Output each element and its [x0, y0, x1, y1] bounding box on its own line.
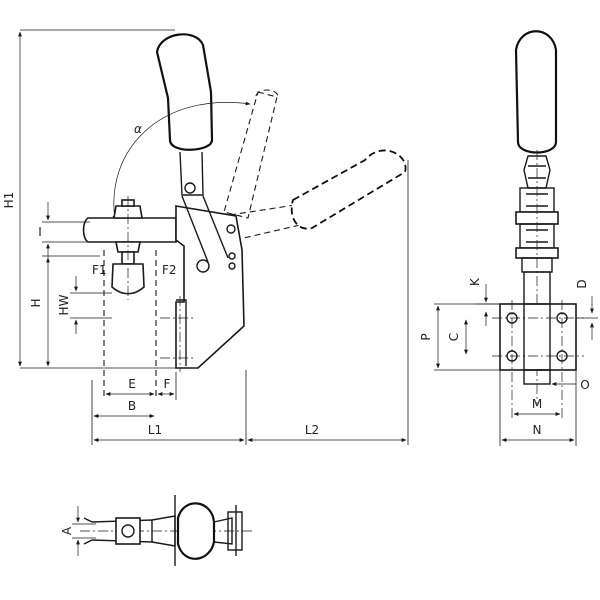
linkage-front: [181, 195, 209, 263]
label-a: A: [60, 526, 74, 535]
linkage-pivot-lower: [196, 259, 210, 273]
label-l2: L2: [305, 423, 319, 437]
label-c: C: [447, 333, 461, 341]
label-h1: H1: [2, 192, 16, 209]
handle-grip-closed: [155, 33, 214, 151]
label-o: O: [580, 378, 589, 392]
label-e: E: [128, 377, 136, 391]
top-handle-grip: [176, 502, 216, 560]
front-base-foot: [523, 369, 551, 385]
label-m: M: [532, 397, 542, 411]
label-hw: HW: [57, 294, 71, 315]
top-handle-end: [227, 511, 243, 551]
handle-pivot: [184, 182, 196, 194]
clamp-base-body: [175, 205, 245, 369]
clamp-arm: [82, 217, 177, 243]
top-spindle-circle: [121, 524, 135, 538]
base-rivet-3: [228, 262, 236, 270]
label-n: N: [533, 423, 542, 437]
label-alpha: α: [134, 122, 142, 136]
top-view: A: [60, 495, 252, 566]
label-f: F: [164, 377, 171, 391]
top-arm-tip: [83, 517, 93, 545]
handle-open-shaft-top: [229, 204, 296, 216]
label-l1: L1: [148, 423, 162, 437]
label-i: I: [38, 225, 42, 239]
handle-open-shaft-bottom: [234, 224, 301, 241]
label-h: H: [29, 298, 43, 307]
handle-shaft: [179, 151, 204, 196]
base-flange: [176, 299, 187, 366]
label-f2: F2: [162, 263, 177, 277]
base-rivet-2: [228, 252, 236, 260]
top-body: [151, 515, 176, 547]
label-d: D: [575, 279, 589, 288]
side-view: H1 α: [2, 29, 409, 445]
top-handle-link: [213, 517, 233, 545]
label-k: K: [468, 277, 482, 286]
handle-grip-open-dashed: [290, 149, 407, 230]
linkage-back: [202, 195, 229, 259]
label-p: P: [419, 333, 433, 340]
handle-intermediate-dashed: [223, 91, 278, 219]
label-b: B: [128, 399, 136, 413]
handle-intermediate-cap: [255, 89, 279, 97]
alpha-arc: [112, 101, 251, 221]
front-view: K P C D O M N: [419, 30, 598, 446]
base-rivet-1: [226, 224, 236, 234]
front-handle-grip: [514, 30, 558, 154]
label-f1: F1: [92, 263, 107, 277]
spindle-pad: [111, 263, 145, 295]
top-spindle-nut: [115, 517, 141, 545]
